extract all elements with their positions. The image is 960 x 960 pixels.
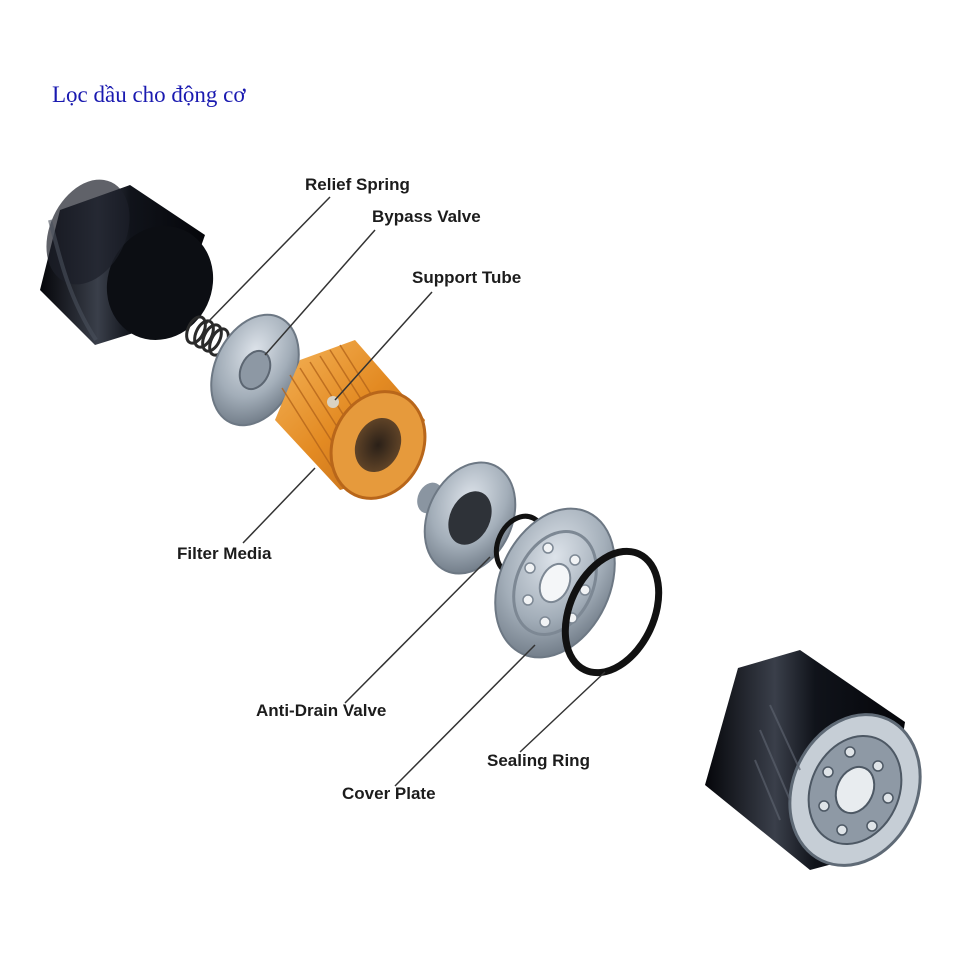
anti-drain-valve-part <box>417 461 517 575</box>
label-filter-media: Filter Media <box>177 544 272 563</box>
filter-media-part <box>275 340 427 500</box>
cover-plate-part <box>494 507 616 659</box>
leader-cover-plate <box>394 644 536 787</box>
leader-sealing-ring <box>519 671 606 753</box>
leader-support-tube <box>334 291 433 401</box>
page-title: Lọc dầu cho động cơ <box>52 82 246 107</box>
leader-relief-spring <box>204 196 331 326</box>
label-cover-plate: Cover Plate <box>342 784 436 803</box>
leader-anti-drain-valve <box>344 556 491 704</box>
canister-top <box>40 179 214 345</box>
label-relief-spring: Relief Spring <box>305 175 410 194</box>
relief-spring-part <box>185 315 230 357</box>
leader-filter-media <box>242 467 316 544</box>
label-anti-drain-valve: Anti-Drain Valve <box>256 701 387 720</box>
leader-bypass-valve <box>264 229 376 356</box>
leader-lines <box>204 196 606 787</box>
assembled-filter <box>705 650 922 870</box>
label-sealing-ring: Sealing Ring <box>487 751 590 770</box>
label-support-tube: Support Tube <box>412 268 522 287</box>
label-bypass-valve: Bypass Valve <box>372 207 481 226</box>
sealing-ring-part <box>561 547 663 677</box>
